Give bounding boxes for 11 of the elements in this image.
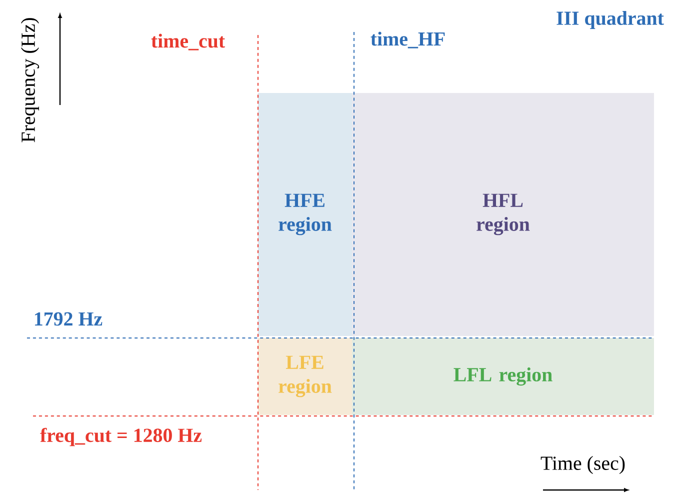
cutoff-label: 1792 Hz bbox=[35, 312, 102, 326]
region-box: HFE region bbox=[258, 93, 352, 336]
cutoff-label: time_cut bbox=[151, 34, 225, 50]
cutoff-label: time_HF bbox=[370, 32, 445, 48]
region-box: LFL region bbox=[352, 338, 654, 415]
quadrant-label: III quadrant bbox=[556, 10, 664, 30]
axis-label: Frequency (Hz) bbox=[20, 18, 40, 142]
cutoff-label: freq_cut = 1280 Hz bbox=[40, 428, 202, 446]
region-box: HFL region bbox=[352, 93, 654, 336]
region-box: LFE region bbox=[258, 338, 352, 415]
axis-label: Time (sec) bbox=[540, 456, 625, 474]
